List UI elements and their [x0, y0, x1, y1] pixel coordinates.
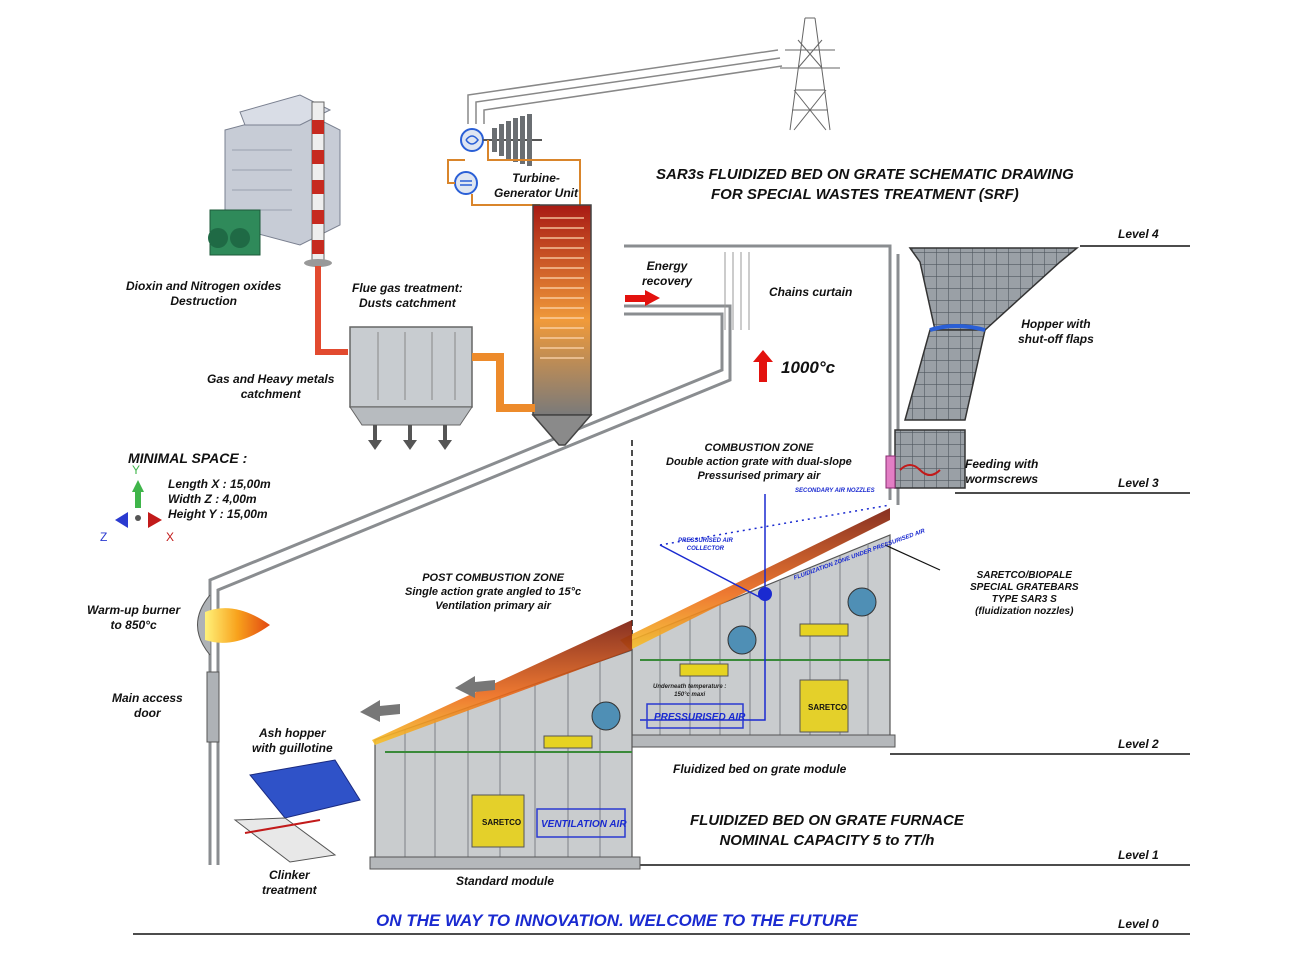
turbine-generator: [447, 114, 581, 206]
access-door: [206, 671, 220, 743]
level-2: Level 2: [1118, 737, 1159, 751]
ventilation-air-label: VENTILATION AIR: [541, 819, 627, 830]
underneath-temp-label: Underneath temperature :150°c maxi: [653, 684, 727, 698]
width-z: Width Z : 4,00m: [168, 492, 257, 506]
diagram-title: SAR3s FLUIDIZED BED ON GRATE SCHEMATIC D…: [656, 165, 1074, 205]
fuel-hopper: [885, 247, 1080, 489]
furnace-line-1: FLUIDIZED BED ON GRATE FURNACE: [690, 812, 964, 829]
ash-flow-arrows: [360, 676, 495, 722]
title-line-2: FOR SPECIAL WASTES TREATMENT (SRF): [711, 186, 1019, 203]
turbine-label: Turbine-Generator Unit: [494, 171, 579, 200]
fluidized-bed-module: [620, 494, 896, 748]
minimal-space-lines: Length X : 15,00m Width Z : 4,00m Height…: [168, 477, 271, 522]
warmup-burner: [197, 594, 270, 656]
pressurised-air-box: [646, 703, 744, 729]
level-1: Level 1: [1118, 848, 1159, 862]
energy-arrow: [625, 290, 660, 306]
flue-duct: [472, 353, 535, 412]
level-0: Level 0: [1118, 917, 1159, 931]
boiler: [531, 204, 593, 446]
gratebar-pointer: [884, 544, 941, 571]
post-combustion-label: POST COMBUSTION ZONE Single action grate…: [405, 572, 582, 612]
footer-slogan: ON THE WAY TO INNOVATION. WELCOME TO THE…: [376, 911, 858, 930]
level-lines: [133, 245, 1190, 935]
length-x: Length X : 15,00m: [168, 477, 271, 491]
secondary-nozzles-label: SECONDARY AIR NOZZLES: [795, 488, 875, 494]
chains-curtain-label: Chains curtain: [769, 285, 853, 299]
ash-hopper: [233, 759, 361, 863]
pressurised-air-label: PRESSURISED AIR: [654, 712, 746, 723]
pylon-icon: [780, 17, 840, 131]
height-y: Height Y : 15,00m: [168, 507, 268, 521]
level-3: Level 3: [1118, 476, 1159, 490]
axes-icon: [115, 480, 162, 528]
title-line-1: SAR3s FLUIDIZED BED ON GRATE SCHEMATIC D…: [656, 166, 1074, 183]
standard-module: [369, 620, 641, 870]
ventilation-air-box: [536, 808, 626, 838]
gratebars-label: SARETCO/BIOPALE SPECIAL GRATEBARS TYPE S…: [970, 570, 1079, 617]
saretco-badge-right: SARETCO: [808, 703, 848, 712]
axis-z-label: Z: [100, 530, 108, 544]
exhaust-pipe: [315, 266, 348, 355]
axis-x-label: X: [166, 530, 175, 544]
flue-gas-label: Flue gas treatment:Dusts catchment: [352, 281, 463, 310]
power-lines: [467, 49, 783, 124]
stack-building: [208, 94, 341, 267]
minimal-space-heading: MINIMAL SPACE :: [128, 450, 248, 466]
axis-y-label: Y: [132, 463, 141, 477]
furnace-title: FLUIDIZED BED ON GRATE FURNACE NOMINAL C…: [690, 811, 964, 851]
saretco-badge-left: SARETCO: [482, 818, 522, 827]
fluidized-module-label: Fluidized bed on grate module: [673, 762, 847, 776]
combustion-zone-label: COMBUSTION ZONE Double action grate with…: [666, 442, 852, 482]
furnace-line-2: NOMINAL CAPACITY 5 to 7T/h: [719, 832, 935, 849]
chains-curtain: [724, 252, 750, 330]
standard-module-label: Standard module: [456, 874, 555, 888]
flue-gas-unit: [349, 326, 473, 450]
temperature-label: 1000°c: [781, 358, 836, 377]
level-4: Level 4: [1118, 227, 1159, 241]
heat-arrow: [753, 350, 773, 382]
